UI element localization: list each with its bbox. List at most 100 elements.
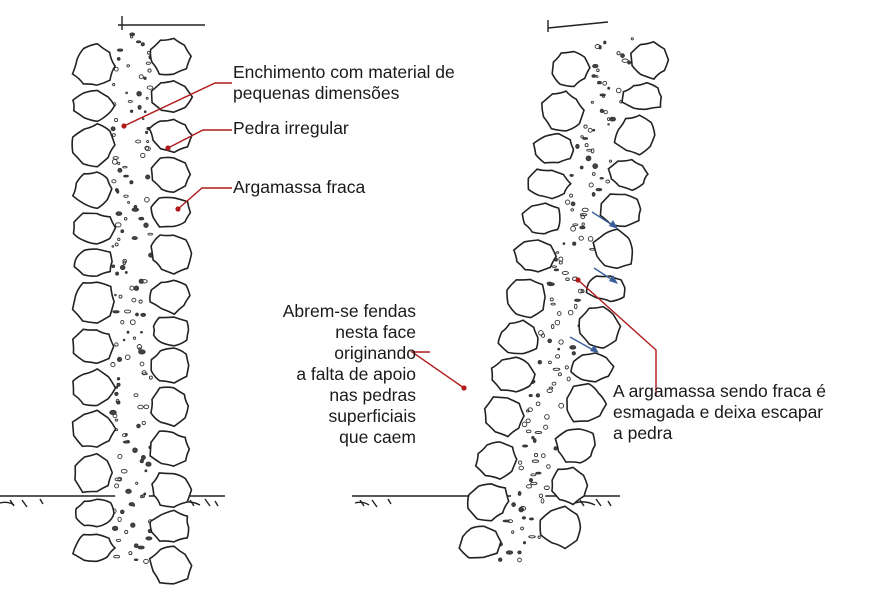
- stone: [73, 329, 114, 363]
- stone: [476, 442, 517, 479]
- stone: [74, 249, 112, 276]
- mortar-aggregate: [127, 331, 129, 333]
- mortar-aggregate: [596, 188, 602, 190]
- stone: [73, 369, 116, 406]
- label-line: A argamassa sendo fraca é: [613, 381, 826, 402]
- mortar-aggregate: [113, 84, 115, 86]
- leader-fendas: [412, 352, 464, 388]
- mortar-aggregate: [621, 54, 625, 58]
- mortar-aggregate: [558, 348, 560, 350]
- stone: [154, 317, 189, 346]
- mortar-aggregate: [121, 230, 124, 233]
- mortar-aggregate: [593, 64, 598, 67]
- stone: [571, 353, 614, 382]
- mortar-aggregate: [129, 503, 134, 506]
- mortar-aggregate: [111, 363, 115, 367]
- mortar-aggregate: [586, 156, 591, 161]
- mortar-aggregate: [600, 177, 603, 179]
- mortar-aggregate: [139, 217, 144, 220]
- mortar-aggregate: [116, 272, 119, 275]
- mortar-aggregate: [499, 558, 502, 561]
- mortar-aggregate: [518, 491, 521, 495]
- stone: [608, 160, 648, 191]
- mortar-aggregate: [580, 226, 585, 229]
- stone: [74, 213, 116, 244]
- label-line: pequenas dimensões: [233, 83, 455, 104]
- mortar-aggregate: [123, 441, 129, 443]
- leader-dot-argamassa: [175, 206, 180, 211]
- mortar-aggregate: [631, 38, 633, 40]
- mortar-aggregate: [146, 537, 152, 540]
- mortar-aggregate: [529, 394, 532, 396]
- mortar-aggregate: [117, 357, 121, 361]
- stone: [150, 38, 191, 74]
- wall-top-line: [548, 22, 608, 28]
- mortar-aggregate: [573, 242, 576, 245]
- stone: [76, 499, 114, 526]
- mortar-aggregate: [115, 392, 118, 395]
- mortar-aggregate: [518, 551, 521, 554]
- mortar-aggregate: [126, 489, 132, 493]
- stone: [555, 429, 595, 463]
- mortar-aggregate: [138, 546, 144, 549]
- mortar-aggregate: [570, 346, 576, 350]
- mortar-aggregate: [138, 105, 141, 109]
- mortar-aggregate: [132, 208, 139, 211]
- mortar-aggregate: [111, 127, 115, 131]
- stone: [485, 397, 524, 437]
- stone: [151, 197, 190, 227]
- label-line: esmagada e deixa escapar: [613, 402, 826, 423]
- stone: [622, 83, 661, 110]
- mortar-aggregate: [141, 332, 143, 334]
- mortar-aggregate: [125, 271, 127, 273]
- mortar-aggregate: [146, 175, 150, 179]
- stone: [150, 510, 188, 542]
- mortar-aggregate: [570, 174, 573, 176]
- mortar-aggregate: [145, 470, 147, 472]
- mortar-aggregate: [572, 352, 575, 355]
- mortar-aggregate: [141, 456, 145, 460]
- leader-dot-fendas: [461, 385, 466, 390]
- stone: [492, 357, 535, 392]
- label-line: Argamassa fraca: [233, 177, 365, 198]
- mortar-aggregate: [592, 75, 596, 78]
- label-fendas: Abrem-se fendas nesta face originando a …: [283, 301, 416, 448]
- mortar-aggregate: [139, 279, 143, 283]
- mortar-aggregate: [576, 144, 579, 148]
- mortar-aggregate: [597, 81, 601, 84]
- stone: [149, 119, 192, 152]
- stone: [73, 410, 116, 447]
- mortar-aggregate: [533, 439, 536, 443]
- stone: [552, 467, 588, 504]
- stone: [567, 384, 606, 422]
- mortar-aggregate: [149, 376, 152, 379]
- stone: [150, 431, 189, 466]
- right-wall: [459, 20, 668, 562]
- stone: [498, 320, 538, 353]
- mortar-aggregate: [125, 434, 127, 436]
- stone: [468, 484, 509, 521]
- leader-dot-esmagada: [575, 277, 580, 282]
- mortar-aggregate: [137, 91, 142, 96]
- mortar-aggregate: [137, 424, 141, 428]
- mortar-aggregate: [144, 111, 146, 113]
- mortar-aggregate: [146, 131, 148, 133]
- mortar-aggregate: [571, 202, 575, 206]
- mortar-aggregate: [130, 33, 135, 36]
- mortar-aggregate: [117, 58, 120, 61]
- mortar-aggregate: [536, 394, 539, 397]
- stone: [534, 134, 574, 163]
- mortar-aggregate: [120, 265, 125, 269]
- mortar-aggregate: [538, 536, 540, 538]
- stone: [542, 91, 584, 131]
- mortar-aggregate: [141, 43, 144, 46]
- mortar-aggregate: [130, 181, 133, 184]
- mortar-aggregate: [117, 378, 119, 380]
- mortar-aggregate: [113, 311, 119, 313]
- mortar-aggregate: [136, 313, 139, 316]
- label-line: a falta de apoio: [283, 364, 416, 385]
- mortar-aggregate: [112, 526, 117, 530]
- mortar-aggregate: [554, 447, 557, 450]
- mortar-aggregate: [136, 41, 140, 43]
